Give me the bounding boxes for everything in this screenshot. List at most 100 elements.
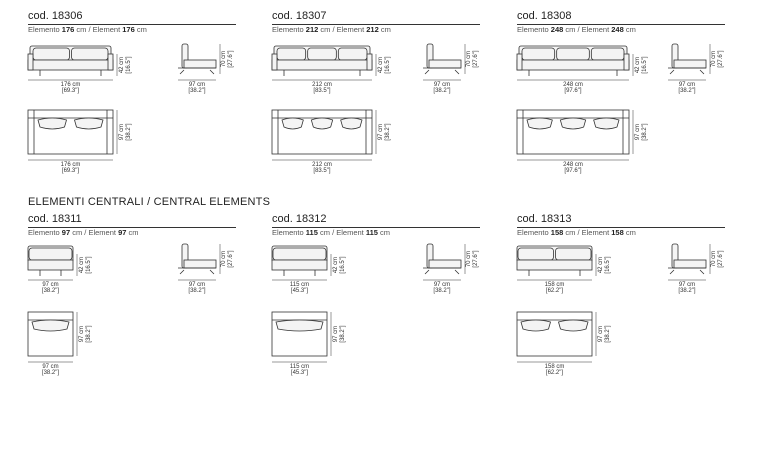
back-cushion (337, 47, 368, 61)
depth-in-label: [38.2"] (86, 325, 92, 342)
footprint (516, 311, 593, 357)
width-in-label: [38.2"] (42, 370, 59, 376)
back-cushion (37, 117, 67, 130)
footprint (27, 109, 114, 155)
width-in-label: [83.5"] (313, 88, 330, 94)
element-size: Elemento 97 cm / Element 97 cm (28, 228, 139, 237)
product-header-18312: cod. 18312 Elemento 115 cm / Element 115… (272, 213, 492, 237)
armrest-left (27, 53, 34, 71)
depth-cm-label: 97 cm (189, 82, 205, 88)
back-cushion (272, 247, 327, 261)
total-height-cm-label: 70 cm (466, 251, 472, 267)
back-cushion (74, 117, 104, 130)
depth-in-label: [38.2"] (188, 288, 205, 294)
width-in-label: [97.6"] (564, 88, 581, 94)
seat (183, 59, 217, 69)
seat-height-cm-label: 42 cm (79, 257, 85, 273)
back-cushion (521, 47, 556, 61)
armrest-left (271, 53, 278, 71)
width-cm-label: 212 cm (312, 162, 332, 168)
width-cm-label: 248 cm (563, 162, 583, 168)
front-view: 158 cm[62.2"]42 cm[16.5"] (516, 245, 611, 294)
back-cushion (593, 117, 620, 130)
width-in-label: [62.2"] (546, 288, 563, 294)
product-code: cod. 18306 (28, 10, 83, 22)
depth-in-label: [38.2"] (678, 88, 695, 94)
depth-cm-label: 97 cm (378, 124, 384, 140)
base (423, 67, 461, 75)
element-size: Elemento 158 cm / Element 158 cm (517, 228, 636, 237)
width-cm-label: 248 cm (563, 82, 583, 88)
back-cushion (526, 117, 553, 130)
back-cushion (71, 47, 109, 61)
armrest-left (516, 53, 523, 71)
depth-in-label: [38.2"] (340, 325, 346, 342)
divider (28, 227, 236, 228)
total-height-cm-label: 70 cm (466, 51, 472, 67)
product-code: cod. 18313 (517, 213, 572, 225)
seat (516, 59, 630, 71)
seat-height-cm-label: 42 cm (333, 257, 339, 273)
seat (183, 259, 217, 269)
section-title: ELEMENTI CENTRALI / CENTRAL ELEMENTS (28, 196, 271, 208)
back-cushion (31, 319, 70, 332)
base (668, 267, 706, 275)
width-cm-label: 97 cm (42, 364, 58, 370)
width-in-label: [62.2"] (546, 370, 563, 376)
depth-in-label: [38.2"] (433, 88, 450, 94)
total-height-cm-label: 70 cm (221, 251, 227, 267)
product-code: cod. 18312 (272, 213, 327, 225)
product-code: cod. 18308 (517, 10, 572, 22)
product-header-18311: cod. 18311 Elemento 97 cm / Element 97 c… (28, 213, 248, 237)
divider (517, 227, 725, 228)
seat (27, 59, 114, 71)
base (668, 67, 706, 75)
back-cushion (520, 319, 551, 332)
seat (271, 259, 328, 271)
back-cushion (559, 117, 587, 130)
total-height-cm-label: 70 cm (221, 51, 227, 67)
total-height-in-label: [27.6"] (228, 250, 234, 267)
seat-height-in-label: [16.5"] (385, 56, 391, 73)
depth-in-label: [38.2"] (385, 123, 391, 140)
back-cushion (517, 247, 554, 261)
depth-in-label: [38.2"] (188, 88, 205, 94)
back-cushion (275, 319, 324, 332)
product-header-18307: cod. 18307 Elemento 212 cm / Element 212… (272, 10, 492, 34)
front-view: 97 cm[38.2"]42 cm[16.5"] (27, 245, 92, 294)
width-in-label: [97.6"] (564, 168, 581, 174)
top-view: 248 cm[97.6"]97 cm[38.2"] (516, 109, 648, 174)
depth-cm-label: 97 cm (598, 326, 604, 342)
divider (28, 24, 236, 25)
side-view: 97 cm[38.2"]70 cm[27.6"] (178, 243, 234, 294)
width-cm-label: 97 cm (42, 282, 58, 288)
seat-height-in-label: [16.5"] (605, 256, 611, 273)
divider (517, 24, 725, 25)
seat-height-cm-label: 42 cm (598, 257, 604, 273)
front-view: 212 cm[83.5"]42 cm[16.5"] (271, 45, 391, 94)
width-cm-label: 158 cm (545, 364, 565, 370)
width-cm-label: 176 cm (61, 82, 81, 88)
total-height-in-label: [27.6"] (473, 250, 479, 267)
depth-in-label: [38.2"] (678, 288, 695, 294)
base (423, 267, 461, 275)
top-view: 212 cm[83.5"]97 cm[38.2"] (271, 109, 391, 174)
product-header-18306: cod. 18306 Elemento 176 cm / Element 176… (28, 10, 248, 34)
footprint (27, 311, 74, 357)
width-cm-label: 115 cm (290, 364, 309, 370)
depth-in-label: [38.2"] (126, 123, 132, 140)
depth-cm-label: 97 cm (679, 282, 695, 288)
back-cushion (28, 247, 73, 261)
seat (27, 259, 74, 271)
seat-height-in-label: [16.5"] (86, 256, 92, 273)
seat-height-cm-label: 42 cm (119, 57, 125, 73)
seat (516, 259, 593, 271)
seat-height-cm-label: 42 cm (635, 57, 641, 73)
base (178, 67, 216, 75)
front-view: 176 cm[69.3"]42 cm[16.5"] (27, 45, 132, 94)
back-cushion (281, 117, 304, 130)
total-height-in-label: [27.6"] (228, 50, 234, 67)
side-view: 97 cm[38.2"]70 cm[27.6"] (423, 243, 479, 294)
back-cushion (590, 47, 625, 61)
top-view: 176 cm[69.3"]97 cm[38.2"] (27, 109, 132, 174)
